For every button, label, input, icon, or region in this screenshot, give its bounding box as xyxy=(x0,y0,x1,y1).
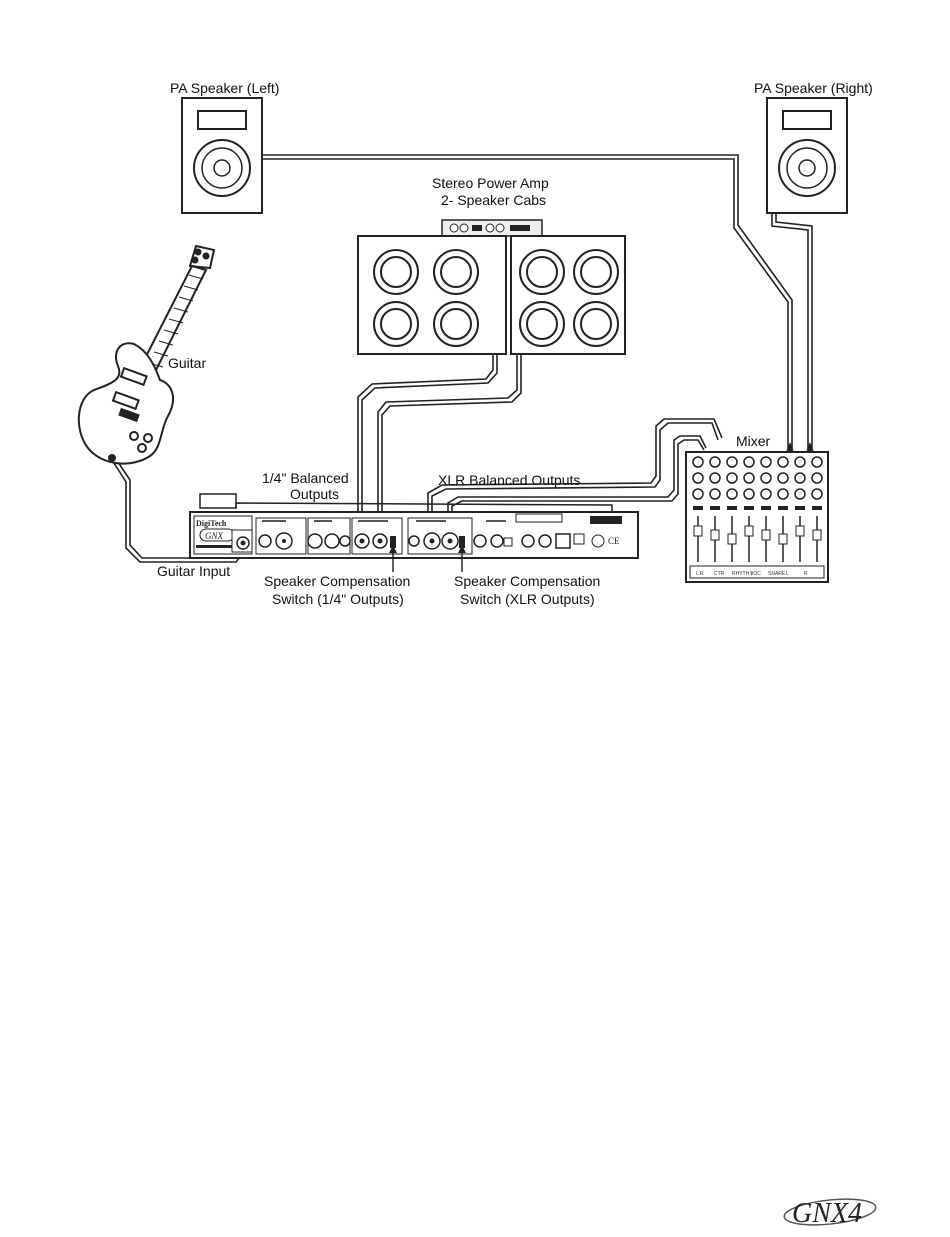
spk-comp-quarter-line1: Speaker Compensation xyxy=(264,573,410,589)
quarter-balanced-label-line1: 1/4" Balanced xyxy=(262,470,349,486)
mixer-mute-button xyxy=(693,506,703,510)
mixer-fader-cap xyxy=(728,534,736,544)
ce-mark: CE xyxy=(608,536,620,546)
mixer-strip-label: L R xyxy=(696,571,704,577)
mixer-knob xyxy=(744,489,754,499)
footer-logo-text: GNX4 xyxy=(792,1198,862,1229)
mixer-knob xyxy=(710,489,720,499)
xlr-balanced-label: XLR Balanced Outputs xyxy=(438,472,580,488)
mixer-fader-cap xyxy=(694,526,702,536)
brand-label: DigiTech xyxy=(196,519,227,528)
mixer-strip-label: CTR xyxy=(714,571,725,577)
guitar-input-label: Guitar Input xyxy=(157,563,230,579)
mixer-knob xyxy=(778,473,788,483)
mixer-knob xyxy=(795,489,805,499)
cabinet-icon xyxy=(511,236,625,354)
mixer-mute-button xyxy=(778,506,788,510)
mixer-knob xyxy=(693,489,703,499)
pa-left-label: PA Speaker (Left) xyxy=(170,80,279,96)
cable-pa-right-to-mixer-b xyxy=(776,210,812,450)
mixer-knob xyxy=(812,473,822,483)
mixer-knob xyxy=(778,489,788,499)
mixer-mute-button xyxy=(761,506,771,510)
mixer-fader-cap xyxy=(779,534,787,544)
quarter-balanced-label-line2: Outputs xyxy=(290,486,339,502)
spk-comp-quarter-line2: Switch (1/4" Outputs) xyxy=(272,591,404,607)
pa-speaker-left xyxy=(182,98,262,213)
mixer-knob xyxy=(761,473,771,483)
mixer-knob xyxy=(744,457,754,467)
pa-right-label: PA Speaker (Right) xyxy=(754,80,873,96)
speaker-icon xyxy=(779,140,835,196)
model-label: GNX xyxy=(205,531,224,541)
mixer-mute-button xyxy=(710,506,720,510)
mixer-knob xyxy=(761,457,771,467)
mixer-strip-label: L xyxy=(786,571,789,577)
mixer-knob xyxy=(727,457,737,467)
power-amp xyxy=(442,220,542,236)
mixer-fader-cap xyxy=(796,526,804,536)
spk-comp-xlr-line2: Switch (XLR Outputs) xyxy=(460,591,595,607)
mixer-knob xyxy=(795,473,805,483)
mixer-strip-label: VOC xyxy=(750,571,761,577)
mixer-mute-button xyxy=(744,506,754,510)
mixer-strip-label: R xyxy=(804,571,808,577)
mixer-knob xyxy=(693,473,703,483)
mixer-mute-button xyxy=(727,506,737,510)
mixer-knob xyxy=(727,489,737,499)
mixer-fader-cap xyxy=(711,530,719,540)
mixer-knob xyxy=(761,489,771,499)
mixer-fader-cap xyxy=(813,530,821,540)
mixer-knob xyxy=(693,457,703,467)
pa-speaker-right xyxy=(767,98,847,213)
mixer-knob xyxy=(778,457,788,467)
mixer-knob xyxy=(744,473,754,483)
cable-pa-right-to-mixer xyxy=(772,213,808,450)
mixer-mute-button xyxy=(812,506,822,510)
mixer-knob xyxy=(727,473,737,483)
footer-logo: GNX4 xyxy=(783,1195,877,1229)
mixer-knob xyxy=(710,457,720,467)
mixer-knob xyxy=(812,457,822,467)
spk-comp-xlr-line1: Speaker Compensation xyxy=(454,573,600,589)
mixer-mute-button xyxy=(795,506,805,510)
mixer-label: Mixer xyxy=(736,433,771,449)
mixer-fader-cap xyxy=(762,530,770,540)
guitar-label: Guitar xyxy=(168,355,206,371)
mixer-fader-cap xyxy=(745,526,753,536)
mixer-knob xyxy=(795,457,805,467)
gnx-rear-panel: DigiTech GNX xyxy=(190,494,638,558)
mixer-knob xyxy=(710,473,720,483)
power-amp-label-line1: Stereo Power Amp xyxy=(432,175,549,191)
speaker-icon xyxy=(194,140,250,196)
power-amp-label-line2: 2- Speaker Cabs xyxy=(441,192,546,208)
cabinet-icon xyxy=(358,236,506,354)
mixer-strip-label: SNARE xyxy=(768,571,786,577)
mixer-knob xyxy=(812,489,822,499)
